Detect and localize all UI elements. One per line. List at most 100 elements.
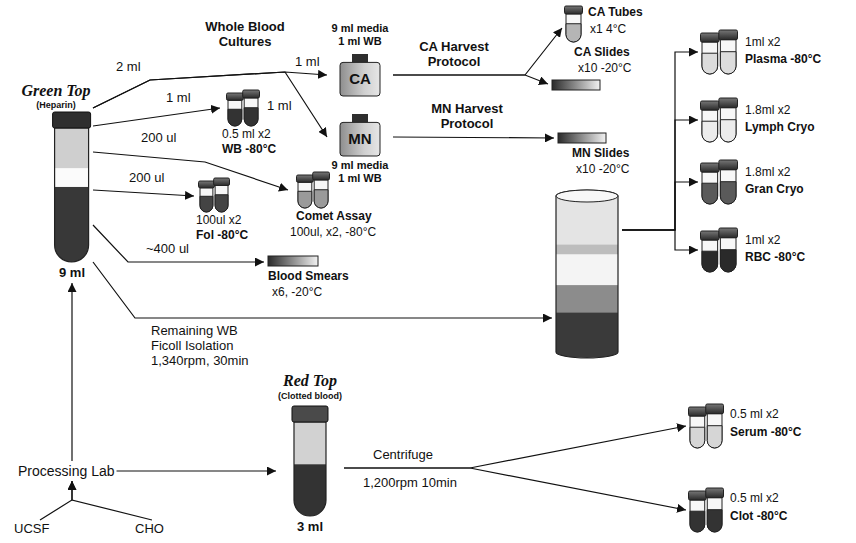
node-label: UCSF <box>14 522 49 537</box>
vial-body <box>702 42 718 74</box>
storage-vials: 1ml x2Plasma -80°C <box>698 28 823 76</box>
step-label: CA Harvest Protocol <box>408 40 500 70</box>
vial-contents <box>702 53 718 74</box>
flow-connector <box>72 481 152 520</box>
flow-connector <box>93 72 327 137</box>
vial-contents <box>200 196 213 212</box>
slide: CA Slidesx10 -20°C <box>548 44 634 92</box>
flow-connector <box>71 283 72 461</box>
vial-cap <box>701 231 720 240</box>
vial-contents <box>298 191 312 208</box>
flow-connector <box>622 230 698 250</box>
vial-cap <box>313 172 330 180</box>
node-label: CA <box>349 70 371 87</box>
flask-body <box>340 122 380 156</box>
node-label: Processing Lab <box>18 463 115 479</box>
node-label: Clot -80°C <box>730 510 787 524</box>
node-label: 0.5 ml x2 <box>730 492 779 506</box>
flask-cap <box>352 54 368 62</box>
slide: MN Slides x10 -20°C <box>554 131 632 179</box>
vial-body <box>720 170 736 204</box>
ficoll-rim <box>556 190 618 202</box>
storage-vials: 1.8ml x2 Gran Cryo <box>698 158 806 206</box>
node-label: 1ml x2 <box>745 36 780 50</box>
slide-glass <box>558 133 606 143</box>
tube-outline <box>294 422 326 516</box>
vial-contents <box>690 427 705 448</box>
node-label: x10 -20°C <box>576 163 630 177</box>
connectors <box>40 28 698 520</box>
flow-connector <box>393 137 554 138</box>
node-label: (Clotted blood) <box>278 391 342 401</box>
node-label: 1.8ml x2 <box>745 166 790 180</box>
vial-body <box>690 416 705 448</box>
tube-layer <box>293 464 327 516</box>
tube-cap <box>292 406 328 422</box>
vial-contents <box>720 250 736 272</box>
vial-cap <box>701 33 720 42</box>
vial-body <box>200 188 213 212</box>
node-label: x10 -20°C <box>578 62 632 76</box>
storage-vials: 0.5 ml x2 Serum -80°C <box>686 402 804 450</box>
node-label: Serum -80°C <box>730 426 802 440</box>
node-label: 100ul, x2, -80°C <box>290 226 376 240</box>
blood-tube: Red Top(Clotted blood)3 ml <box>276 370 344 537</box>
edge-label: 1 ml <box>165 91 192 106</box>
storage-tube: CA Tubesx1 4°C <box>562 4 645 44</box>
tube-layer <box>293 422 327 465</box>
ficoll-layer <box>555 196 619 245</box>
node-label: Lymph Cryo <box>745 121 815 135</box>
edge-label: MN Harvest Protocol <box>420 102 514 132</box>
vial-cap <box>719 30 738 40</box>
node-label: Gran Cryo <box>745 183 804 197</box>
flow-connector <box>344 426 686 468</box>
vial-contents <box>566 24 581 42</box>
volume-label: 2 ml <box>115 60 142 75</box>
slide: Blood Smearsx6, -20°C <box>264 254 351 302</box>
flow-connector <box>622 182 698 230</box>
flow-connector <box>344 468 686 510</box>
vial-body <box>228 100 242 126</box>
vial-cap <box>719 160 738 170</box>
edge-label: 200 ul <box>140 131 177 146</box>
flow-connector <box>93 262 552 318</box>
edge-label: 1 ml <box>266 99 293 114</box>
node-label: MN Slides <box>572 147 629 161</box>
vial-contents <box>707 426 722 448</box>
edge-label: 1 ml <box>294 55 321 70</box>
node-label: MN <box>348 130 371 147</box>
blood-tube-icon <box>19 80 93 283</box>
vial-contents <box>707 510 722 532</box>
vial-body <box>298 182 312 208</box>
vial-body <box>702 172 718 204</box>
vial-contents <box>314 190 328 208</box>
culture-flask: MN 9 ml media 1 ml WB <box>327 112 393 186</box>
flow-connector <box>93 108 220 126</box>
vial-body <box>720 238 736 272</box>
step-label: Whole Blood Cultures <box>198 20 292 50</box>
step-label: 1,200rpm 10min <box>362 476 458 491</box>
storage-vials: 1ml x2RBC -80°C <box>698 226 807 274</box>
node-label: (Heparin) <box>36 100 76 110</box>
node-label: 0.5 ml x2 <box>730 408 779 422</box>
vial-body <box>215 185 228 212</box>
vial-cap <box>689 407 707 416</box>
node-label: CHO <box>135 522 164 537</box>
vial-body <box>707 498 722 532</box>
ficoll-layer <box>555 245 619 255</box>
tube-layer <box>54 187 90 263</box>
culture-flask: 9 ml media 1 ml WBCA <box>327 20 393 98</box>
node-label: 100ul x2 <box>196 214 241 228</box>
vial-cap <box>719 228 738 238</box>
flow-connector <box>93 225 264 262</box>
vial-cap <box>199 181 215 188</box>
vial-body <box>690 500 705 532</box>
node-label: 3 ml <box>297 520 323 535</box>
node-label: 0.5 ml x2 <box>222 128 271 142</box>
node-label: 9 ml media 1 ml WB <box>329 159 391 184</box>
storage-vials: 100ul x2Fol -80°C <box>194 176 250 245</box>
vial-contents <box>702 251 718 272</box>
vial-body <box>566 14 581 42</box>
tube-outline <box>55 128 89 262</box>
vial-cap <box>214 178 230 185</box>
